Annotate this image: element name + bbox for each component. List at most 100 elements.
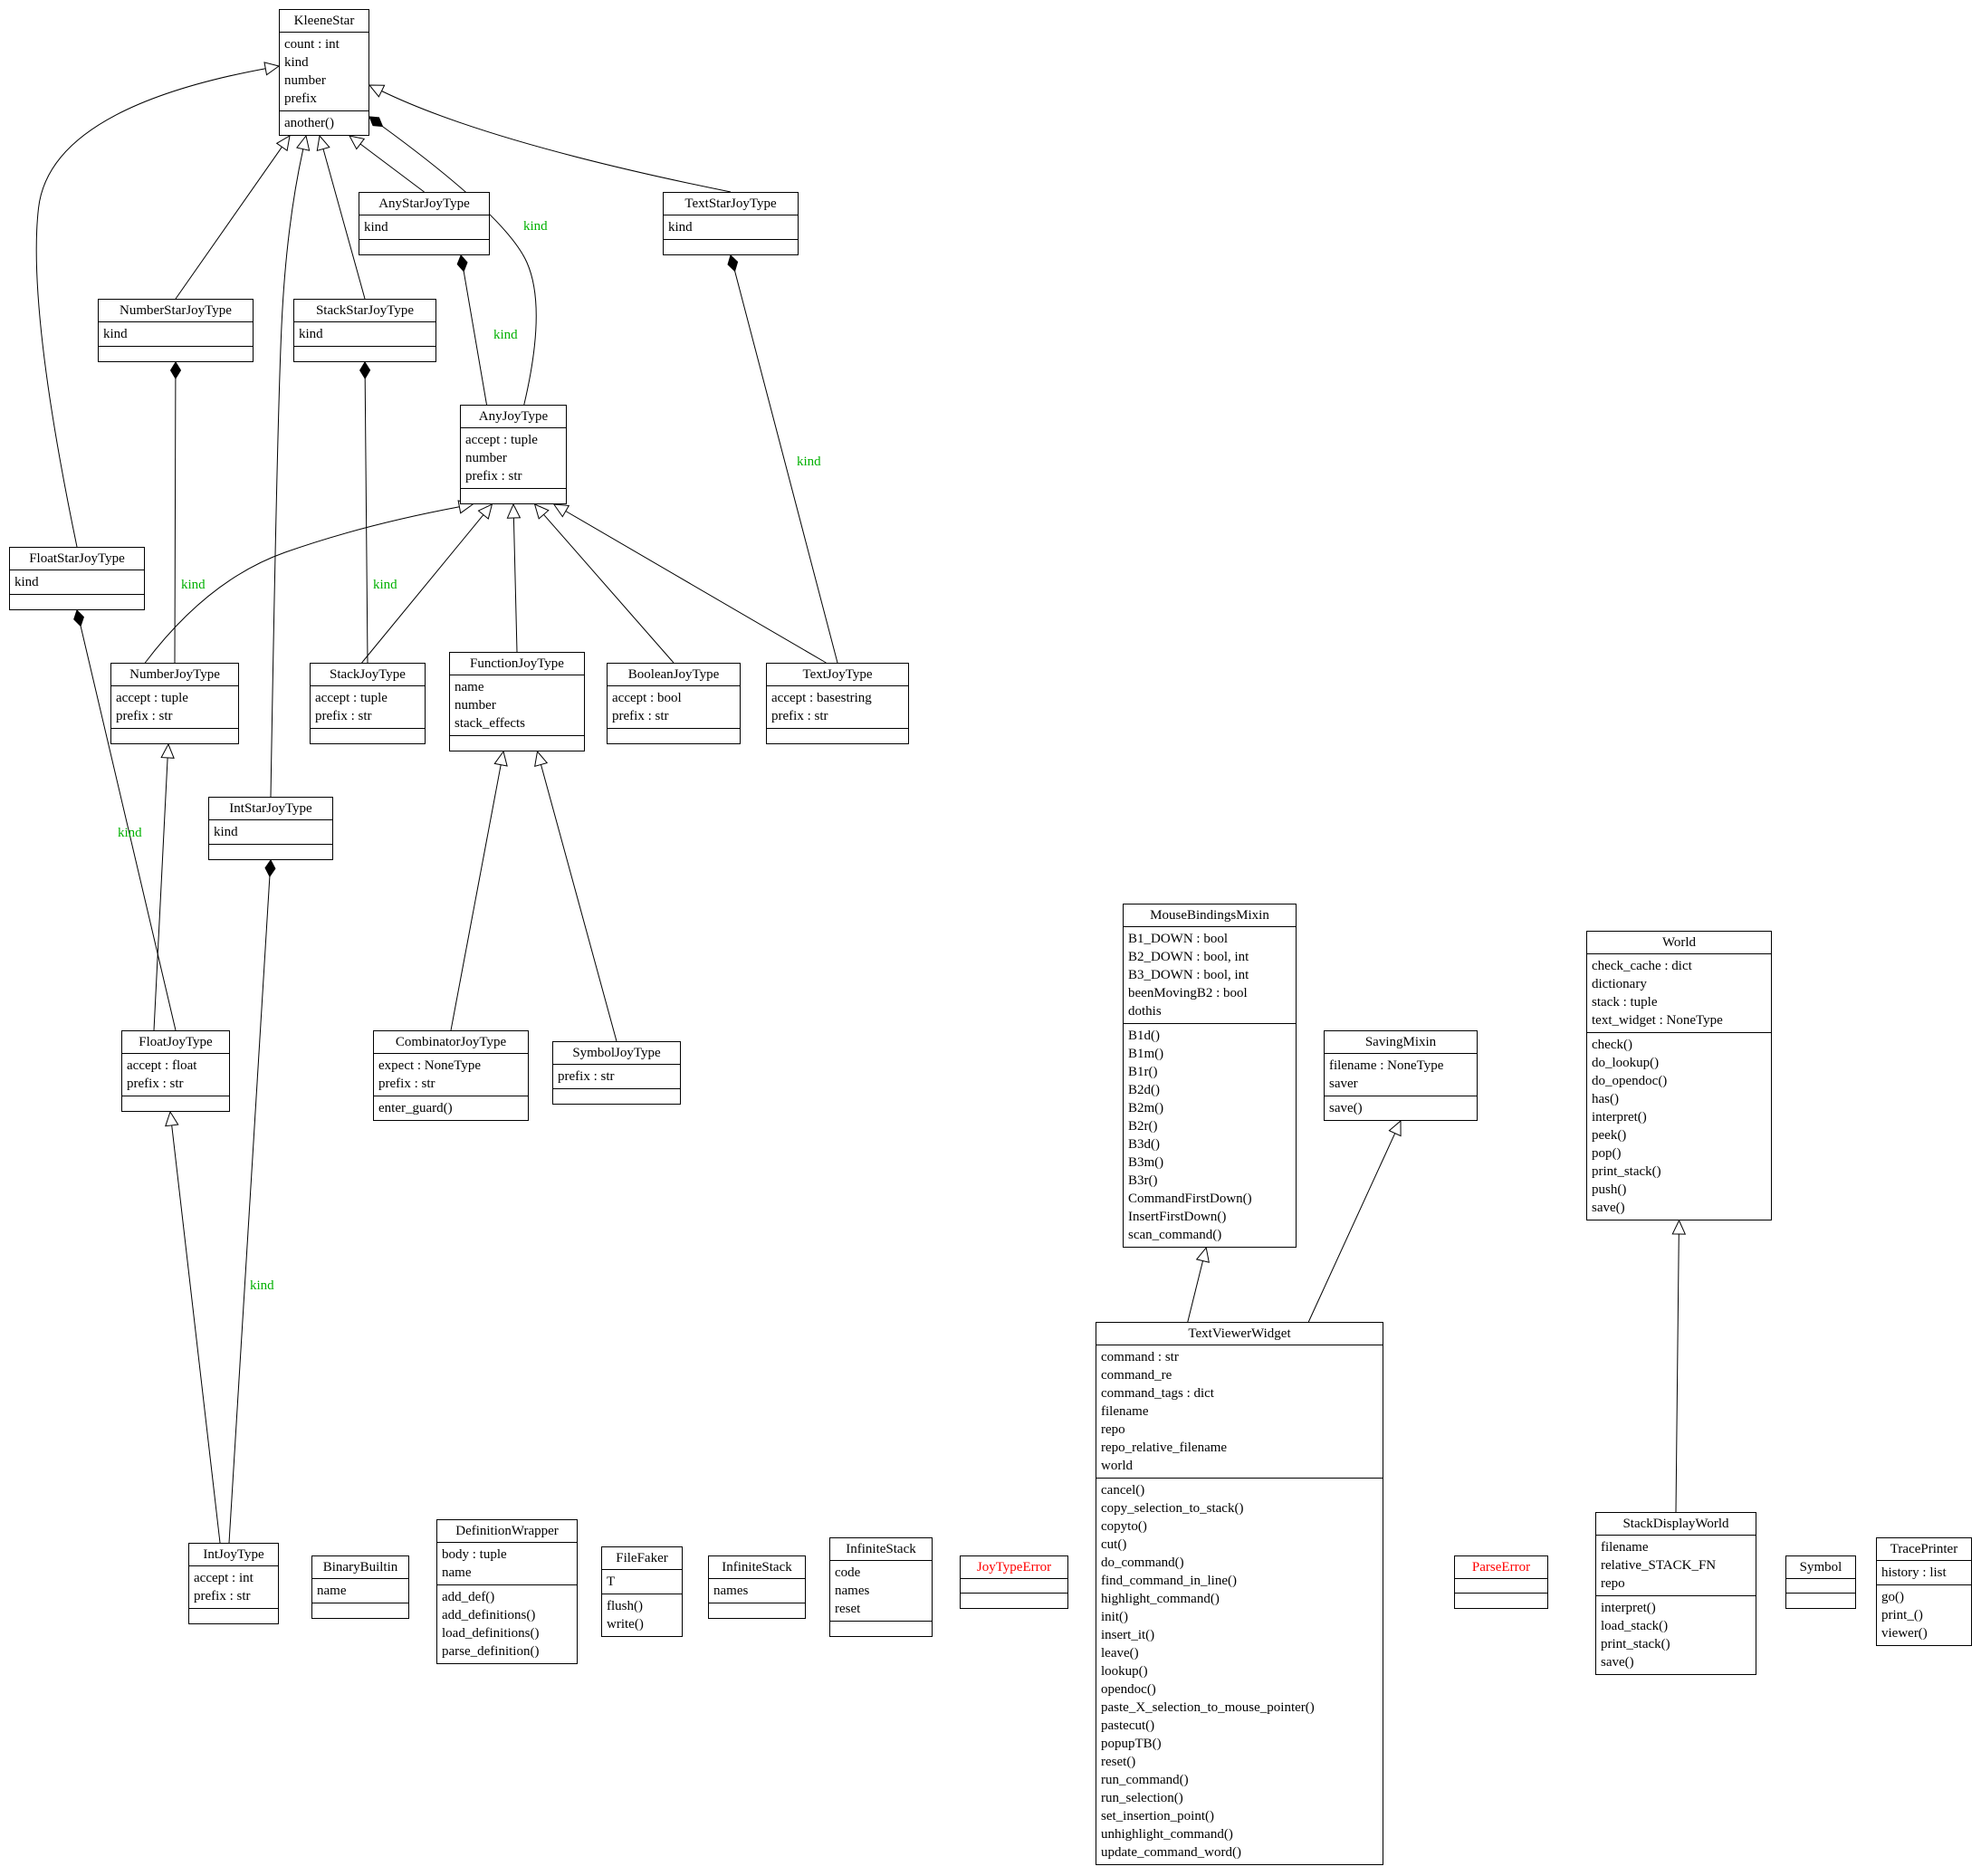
attribute: kind: [668, 220, 693, 234]
attribute: repo: [1601, 1576, 1625, 1591]
attributes-compartment: [1786, 1579, 1855, 1594]
class-name: IntStarJoyType: [209, 798, 332, 820]
attribute: accept : tuple: [465, 433, 538, 447]
attribute: accept : bool: [612, 691, 682, 705]
method: peek(): [1592, 1128, 1627, 1143]
attribute: check_cache : dict: [1592, 959, 1692, 973]
class-name: CombinatorJoyType: [374, 1031, 528, 1054]
method: scan_command(): [1128, 1228, 1222, 1242]
attributes-compartment: T: [602, 1570, 682, 1594]
edge-composition-IntStarJoyType-to-IntJoyType: [228, 876, 271, 1544]
method: has(): [1592, 1092, 1619, 1106]
edge-composition-StackStarJoyType-to-StackJoyType: [364, 378, 368, 664]
attribute: expect : NoneType: [378, 1058, 482, 1073]
method: run_command(): [1101, 1773, 1189, 1787]
method: do_command(): [1101, 1555, 1184, 1570]
edge-inherit-IntJoyType-to-FloatJoyType: [171, 1125, 221, 1544]
attributes-compartment: [1455, 1579, 1547, 1594]
composition-diamond-icon: [169, 361, 182, 379]
edge-composition-NumberStarJoyType-to-NumberJoyType: [174, 378, 177, 664]
attributes-compartment: [961, 1579, 1067, 1594]
method: popupTB(): [1101, 1737, 1162, 1751]
attribute: name: [455, 680, 484, 694]
class-name: DefinitionWrapper: [437, 1520, 577, 1543]
composition-diamond-icon: [456, 254, 468, 273]
method: B3d(): [1128, 1137, 1160, 1152]
edge-label-kind: kind: [523, 219, 548, 234]
attribute: saver: [1329, 1077, 1358, 1091]
attribute: accept : tuple: [315, 691, 388, 705]
attributes-compartment: history : list: [1877, 1561, 1971, 1585]
class-name: TextViewerWidget: [1096, 1323, 1383, 1345]
method: viewer(): [1881, 1626, 1928, 1641]
attribute: names: [835, 1584, 870, 1598]
attribute: prefix : str: [378, 1077, 435, 1091]
attributes-compartment: kind: [209, 820, 332, 845]
methods-compartment: another(): [280, 111, 368, 135]
edge-inherit-BooleanJoyType-to-AnyJoyType: [543, 513, 675, 664]
method: parse_definition(): [442, 1644, 540, 1659]
edge-composition-KleeneStar-to-AnyJoyType: [382, 126, 537, 406]
edge-inherit-AnyStarJoyType-to-KleeneStar: [359, 143, 425, 193]
attribute: names: [713, 1584, 749, 1598]
attribute: accept : int: [194, 1571, 254, 1585]
methods-compartment: save(): [1325, 1096, 1477, 1120]
class-name: AnyStarJoyType: [359, 193, 489, 215]
attribute: filename: [1101, 1404, 1149, 1419]
class-JoyTypeError: JoyTypeError: [960, 1555, 1068, 1609]
method: cut(): [1101, 1537, 1127, 1552]
edge-inherit-CombinatorJoyType-to-FunctionJoyType: [450, 764, 502, 1031]
method: flush(): [607, 1599, 643, 1613]
attribute: prefix: [284, 91, 317, 106]
inheritance-triangle-icon: [493, 750, 508, 767]
methods-compartment: check()do_lookup()do_opendoc()has()inter…: [1587, 1033, 1771, 1220]
class-name: IntJoyType: [189, 1544, 278, 1566]
attributes-compartment: kind: [664, 215, 798, 240]
attribute: repo_relative_filename: [1101, 1440, 1228, 1455]
class-name: SymbolJoyType: [553, 1042, 680, 1065]
attribute: stack_effects: [455, 716, 526, 731]
method: B3r(): [1128, 1173, 1158, 1188]
methods-compartment: [664, 240, 798, 254]
edge-inherit-TextStarJoyType-to-KleeneStar: [381, 91, 732, 193]
method: pop(): [1592, 1146, 1622, 1161]
method: interpret(): [1592, 1110, 1647, 1125]
attribute: dictionary: [1592, 977, 1647, 991]
attributes-compartment: filename : NoneType saver: [1325, 1054, 1477, 1096]
method: B1r(): [1128, 1065, 1158, 1079]
methods-compartment: [312, 1603, 408, 1618]
method: update_command_word(): [1101, 1845, 1241, 1860]
method: unhighlight_command(): [1101, 1827, 1233, 1842]
attribute: filename : NoneType: [1329, 1058, 1444, 1073]
methods-compartment: [359, 240, 489, 254]
edge-inherit-FloatStarJoyType-to-KleeneStar: [35, 68, 266, 548]
attribute: stack : tuple: [1592, 995, 1658, 1010]
edge-inherit-FunctionJoyType-to-AnyJoyType: [512, 517, 518, 653]
attribute: number: [465, 451, 507, 465]
method: leave(): [1101, 1646, 1139, 1661]
attribute: prefix : str: [127, 1077, 184, 1091]
method: load_stack(): [1601, 1619, 1669, 1633]
methods-compartment: [450, 736, 584, 751]
method: B2m(): [1128, 1101, 1164, 1115]
edge-inherit-IntStarJoyType-to-KleeneStar: [270, 148, 304, 798]
method: print_stack(): [1592, 1164, 1661, 1179]
